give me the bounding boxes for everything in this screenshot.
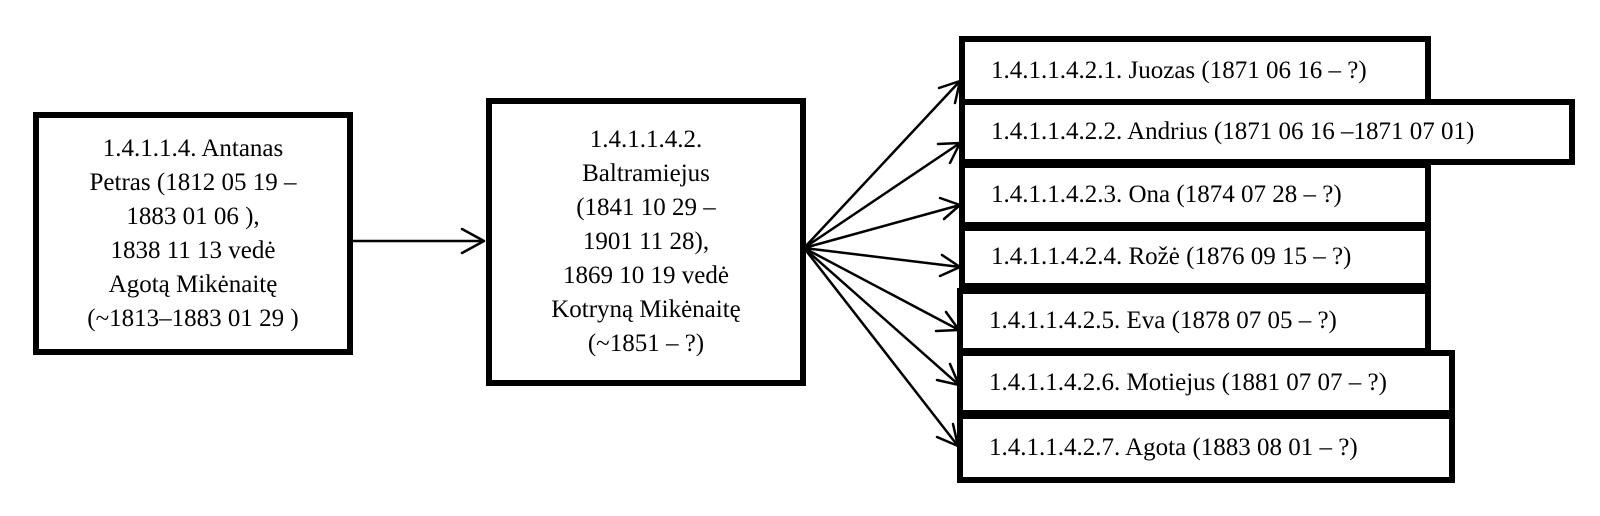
child-label: 1.4.1.1.4.2.1. Juozas (1871 06 16 – ?) [991,57,1367,84]
middle-line: 1901 11 28), [582,228,710,255]
child-label: 1.4.1.1.4.2.4. Rožė (1876 09 15 – ?) [991,243,1352,270]
child-box-6: 1.4.1.1.4.2.6. Motiejus (1881 07 07 – ?) [957,350,1455,416]
child-box-5: 1.4.1.1.4.2.5. Eva (1878 07 05 – ?) [957,288,1431,354]
child-box-1: 1.4.1.1.4.2.1. Juozas (1871 06 16 – ?) [959,36,1431,106]
middle-line: Kotryną Mikėnaitę [551,296,741,323]
middle-line: (~1851 – ?) [587,330,705,357]
arrow-to-child-2 [802,141,962,250]
child-box-4: 1.4.1.1.4.2.4. Rožė (1876 09 15 – ?) [959,225,1431,289]
child-label: 1.4.1.1.4.2.5. Eva (1878 07 05 – ?) [989,307,1337,334]
arrow-to-child-1 [802,79,962,250]
child-box-2: 1.4.1.1.4.2.2. Andrius (1871 06 16 –1871… [959,99,1575,165]
child-label: 1.4.1.1.4.2.3. Ona (1874 07 28 – ?) [991,181,1342,208]
root-line: Petras (1812 05 19 – [89,168,297,196]
middle-line: (1841 10 29 – [576,194,716,221]
middle-person-box: 1.4.1.1.4.2. Baltramiejus (1841 10 29 – … [486,98,806,386]
root-line: Agotą Mikėnaitę [108,270,278,298]
arrow-to-child-5 [802,246,961,333]
root-line: (~1813–1883 01 29 ) [87,304,299,332]
child-box-3: 1.4.1.1.4.2.3. Ona (1874 07 28 – ?) [959,162,1431,228]
child-label: 1.4.1.1.4.2.6. Motiejus (1881 07 07 – ?) [989,369,1387,396]
root-line: 1883 01 06 ), [126,202,260,230]
arrow-to-child-7 [802,246,960,448]
arrow-root-to-middle [348,227,486,255]
child-label: 1.4.1.1.4.2.7. Agota (1883 08 01 – ?) [989,434,1358,461]
root-line: 1.4.1.1.4. Antanas [102,134,284,162]
child-box-7: 1.4.1.1.4.2.7. Agota (1883 08 01 – ?) [957,413,1455,483]
root-line: 1838 11 13 vedė [110,236,276,264]
child-label: 1.4.1.1.4.2.2. Andrius (1871 06 16 –1871… [991,118,1475,145]
middle-line: 1.4.1.1.4.2. [589,126,703,153]
middle-line: 1869 10 19 vedė [563,262,729,289]
arrow-to-child-4 [802,246,962,278]
middle-line: Baltramiejus [582,160,710,187]
root-person-box: 1.4.1.1.4. Antanas Petras (1812 05 19 – … [33,112,353,355]
